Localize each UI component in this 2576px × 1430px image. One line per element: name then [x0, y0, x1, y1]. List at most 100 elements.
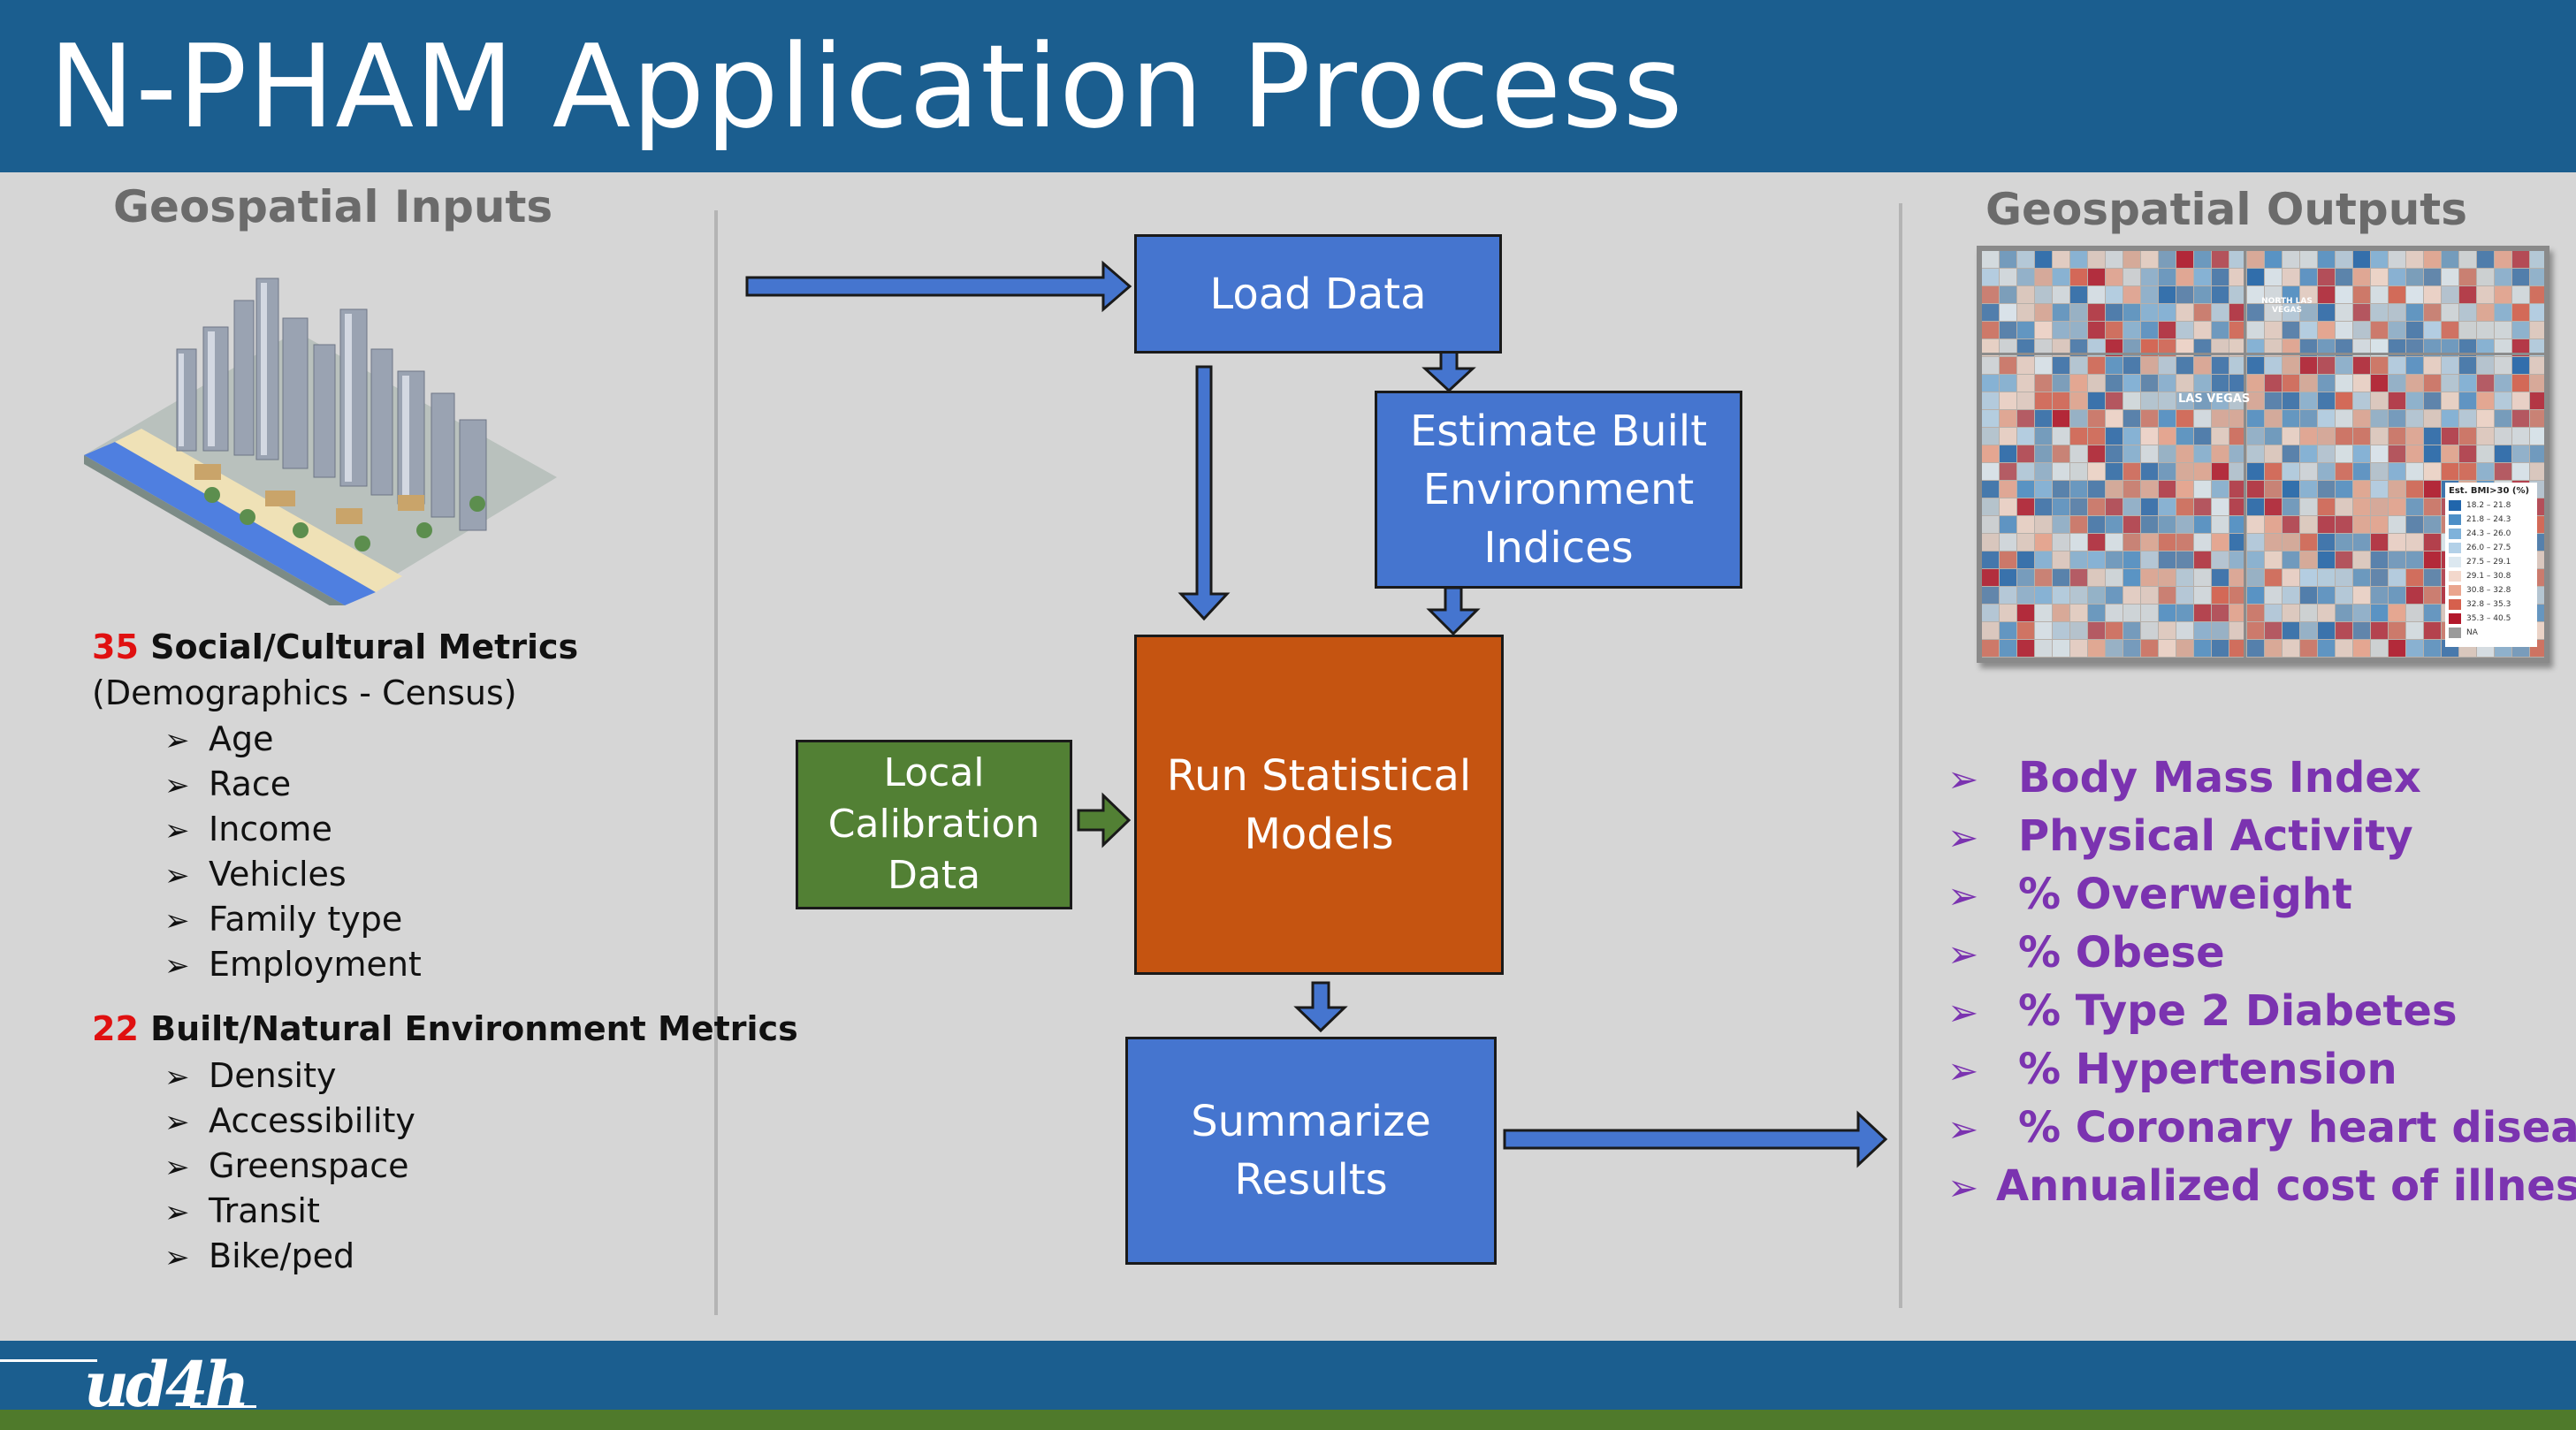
map-cell	[2318, 463, 2335, 480]
map-cell	[2088, 481, 2105, 498]
map-cell	[2141, 410, 2158, 427]
map-cell	[2159, 622, 2176, 639]
map-cell	[2389, 357, 2405, 374]
map-cell	[2477, 339, 2494, 356]
map-cell	[2123, 357, 2140, 374]
map-cell	[2176, 622, 2193, 639]
map-cell	[2212, 569, 2229, 586]
map-cell	[2106, 286, 2123, 303]
map-cell	[2159, 445, 2176, 462]
map-cell	[2229, 498, 2246, 515]
map-cell	[2318, 622, 2335, 639]
map-cell	[2070, 640, 2087, 657]
social-metrics-heading: 35 Social/Cultural Metrics	[92, 628, 578, 666]
map-cell	[1982, 286, 1999, 303]
estimate-indices-box: Estimate Built Environment Indices	[1375, 391, 1742, 589]
map-cell	[2318, 357, 2335, 374]
map-cell	[2176, 251, 2193, 268]
map-cell	[2389, 339, 2405, 356]
map-cell	[2212, 551, 2229, 568]
map-cell	[2265, 622, 2282, 639]
list-item: ➢Vehicles	[164, 852, 422, 897]
map-cell	[2088, 339, 2105, 356]
map-cell	[2283, 410, 2299, 427]
map-cell	[2247, 304, 2264, 321]
map-cell	[2070, 428, 2087, 445]
map-cell	[2371, 551, 2388, 568]
map-cell	[2159, 251, 2176, 268]
map-cell	[2123, 534, 2140, 551]
map-cell	[2194, 269, 2211, 285]
map-cell	[2194, 339, 2211, 356]
map-cell	[2512, 463, 2529, 480]
map-cell	[1982, 339, 1999, 356]
map-cell	[2212, 445, 2229, 462]
map-cell	[2300, 251, 2317, 268]
map-cell	[2070, 357, 2087, 374]
map-cell	[2106, 392, 2123, 409]
map-cell	[2265, 640, 2282, 657]
map-cell	[2088, 498, 2105, 515]
map-cell	[2371, 269, 2388, 285]
map-cell	[2424, 428, 2441, 445]
map-cell	[2265, 587, 2282, 604]
map-cell	[2088, 428, 2105, 445]
map-cell	[2371, 286, 2388, 303]
map-cell	[2123, 516, 2140, 533]
map-cell	[2265, 551, 2282, 568]
map-cell	[2300, 551, 2317, 568]
map-cell	[2406, 410, 2423, 427]
map-cell	[2371, 304, 2388, 321]
map-legend-swatch	[2449, 599, 2461, 610]
map-cell	[2265, 251, 2282, 268]
map-cell	[2017, 534, 2034, 551]
map-cell	[2070, 605, 2087, 621]
map-cell	[1982, 551, 1999, 568]
map-cell	[2229, 445, 2246, 462]
map-cell	[2017, 269, 2034, 285]
map-cell	[2194, 605, 2211, 621]
map-cell	[2176, 375, 2193, 392]
map-cell	[2371, 587, 2388, 604]
map-cell	[2229, 481, 2246, 498]
map-cell	[2247, 251, 2264, 268]
map-cell	[2035, 587, 2052, 604]
map-cell	[2088, 463, 2105, 480]
map-cell	[2123, 551, 2140, 568]
map-cell	[2495, 463, 2511, 480]
map-cell	[2283, 339, 2299, 356]
map-cell	[2070, 463, 2087, 480]
map-cell	[2283, 498, 2299, 515]
built-metrics-count: 22	[92, 1009, 139, 1048]
map-cell	[2088, 551, 2105, 568]
map-cell	[2318, 498, 2335, 515]
map-cell	[2159, 357, 2176, 374]
map-cell	[2530, 304, 2544, 321]
map-cell	[2406, 269, 2423, 285]
list-item: ➢Bike/ped	[164, 1234, 415, 1279]
map-cell	[2035, 428, 2052, 445]
map-cell	[2053, 534, 2069, 551]
map-cell	[2141, 516, 2158, 533]
map-cell	[2477, 392, 2494, 409]
map-cell	[2229, 251, 2246, 268]
output-item: ➢% Hypertension	[1947, 1040, 2576, 1099]
map-cell	[1982, 392, 1999, 409]
map-cell	[2053, 410, 2069, 427]
map-cell	[2389, 551, 2405, 568]
map-cell	[2000, 498, 2016, 515]
map-cell	[2406, 622, 2423, 639]
map-cell	[1982, 428, 1999, 445]
map-cell	[1982, 498, 1999, 515]
map-cell	[2229, 428, 2246, 445]
map-cell	[2141, 587, 2158, 604]
map-cell	[2123, 587, 2140, 604]
map-cell	[2141, 286, 2158, 303]
map-cell	[2495, 339, 2511, 356]
map-cell	[2300, 587, 2317, 604]
map-cell	[2141, 640, 2158, 657]
built-metrics-heading: 22 Built/Natural Environment Metrics	[92, 1009, 798, 1048]
map-cell	[2353, 251, 2370, 268]
map-cell	[2000, 410, 2016, 427]
map-cell	[2300, 640, 2317, 657]
